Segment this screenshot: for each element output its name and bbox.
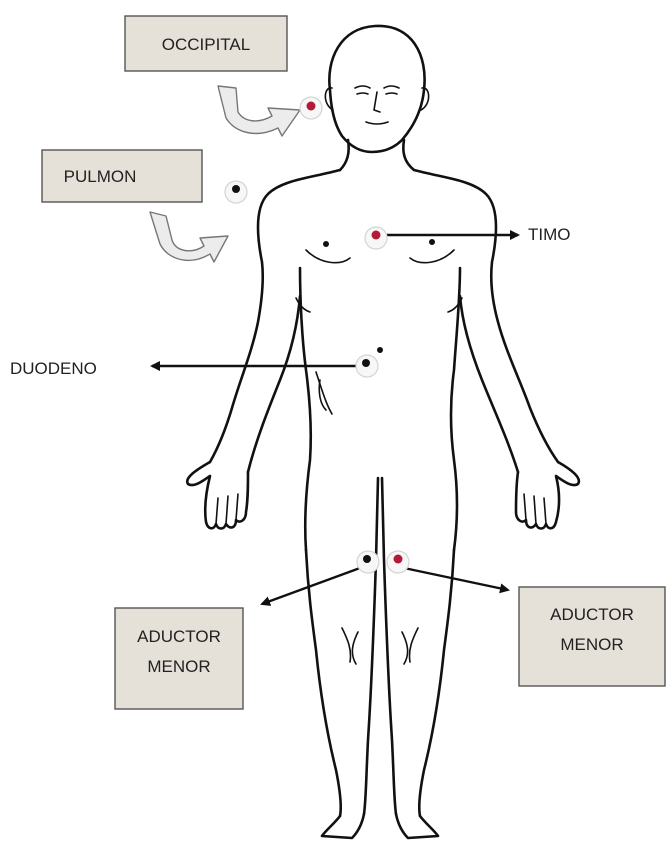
label-aductor-left-line2: MENOR [147, 657, 210, 676]
label-timo: TIMO [528, 225, 571, 244]
curved-arrow-occipital [218, 86, 300, 136]
label-aductor-right-line2: MENOR [560, 635, 623, 654]
curved-arrow-pulmon [150, 212, 228, 262]
label-box-aductor-left: ADUCTOR MENOR [115, 608, 243, 709]
label-occipital: OCCIPITAL [162, 35, 250, 54]
label-aductor-left-line1: ADUCTOR [137, 627, 221, 646]
label-aductor-right-line1: ADUCTOR [550, 605, 634, 624]
point-timo [365, 227, 387, 249]
label-duodeno: DUODENO [10, 359, 97, 378]
point-aductor-left [357, 551, 379, 573]
arrow-aductor-right [404, 568, 508, 590]
label-pulmon: PULMON [64, 167, 137, 186]
label-box-pulmon: PULMON [42, 150, 202, 202]
human-figure [187, 26, 579, 838]
point-duodeno [356, 347, 383, 377]
point-pulmon [225, 181, 247, 203]
label-box-aductor-right: ADUCTOR MENOR [519, 587, 665, 686]
nipple-right [429, 239, 435, 245]
label-box-occipital: OCCIPITAL [125, 16, 287, 71]
nipple-left [323, 241, 329, 247]
point-occipital [300, 97, 322, 119]
point-aductor-right [387, 551, 409, 573]
